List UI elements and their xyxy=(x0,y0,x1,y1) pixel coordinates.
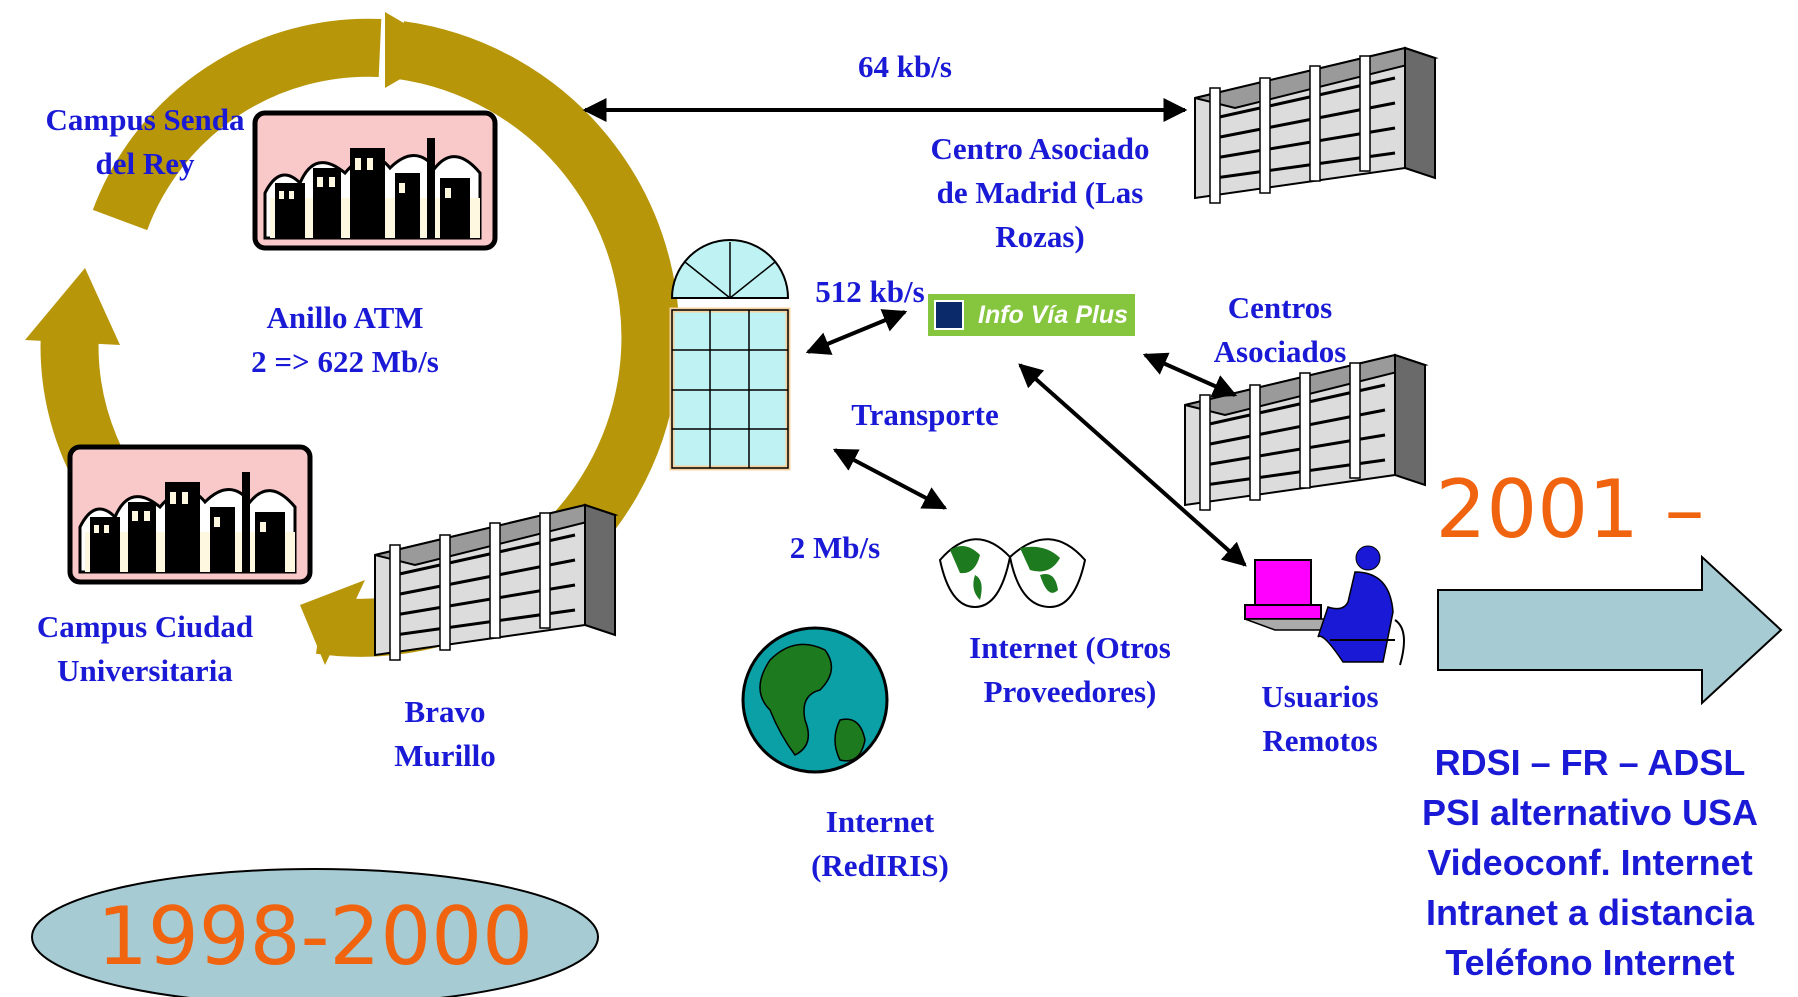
label-anillo-atm: Anillo ATM 2 => 622 Mb/s xyxy=(210,296,480,384)
ring-arrowhead-top xyxy=(385,12,450,88)
label-line: 2 => 622 Mb/s xyxy=(251,344,439,379)
label-line: Internet xyxy=(825,804,935,839)
future-feature-item: Teléfono Internet xyxy=(1445,942,1735,983)
future-feature-list: RDSI – FR – ADSL PSI alternativo USA Vid… xyxy=(1385,738,1795,988)
label-line: Universitaria xyxy=(57,653,233,688)
connection-arrows xyxy=(582,98,1247,567)
label-centro-madrid: Centro Asociado de Madrid (Las Rozas) xyxy=(890,127,1190,259)
label-transporte: Transporte xyxy=(851,397,999,432)
label-line: Bravo xyxy=(404,694,486,729)
infovia-badge: Info Vía Plus xyxy=(928,294,1135,336)
remote-user-icon xyxy=(1244,545,1405,666)
label-centros-asociados: Centros Asociados xyxy=(1190,286,1370,374)
label-line: Murillo xyxy=(394,738,496,773)
bravo-murillo-building xyxy=(373,503,617,662)
infovia-label: Info Vía Plus xyxy=(978,300,1129,329)
label-line: Rozas) xyxy=(995,219,1085,254)
centros-asociados-building xyxy=(1183,353,1427,512)
label-usuarios-remotos: Usuarios Remotos xyxy=(1235,675,1405,763)
label-campus-senda: Campus Senda del Rey xyxy=(10,98,280,186)
label-line: Anillo ATM xyxy=(266,300,424,335)
label-line: Asociados xyxy=(1213,334,1347,369)
window-router-icon xyxy=(669,239,791,471)
label-bravo-murillo: Bravo Murillo xyxy=(360,690,530,778)
future-feature-item: PSI alternativo USA xyxy=(1421,792,1759,833)
label-2mbs: 2 Mb/s xyxy=(789,530,881,565)
future-arrow xyxy=(1437,554,1783,706)
label-line: Campus Senda xyxy=(45,102,245,137)
globe-rediris-icon xyxy=(741,626,889,774)
label-campus-ciudad: Campus Ciudad Universitaria xyxy=(0,605,290,693)
label-line: Usuarios xyxy=(1261,679,1379,714)
period-future-label: 2001 – xyxy=(1435,463,1705,556)
globe-otros-icon xyxy=(938,538,1087,609)
arrow-usuarios xyxy=(1018,363,1247,567)
future-feature-item: RDSI – FR – ADSL xyxy=(1434,742,1746,783)
telefonica-logo-icon xyxy=(934,300,964,330)
label-line: Internet (Otros xyxy=(969,630,1171,665)
label-internet-rediris: Internet (RedIRIS) xyxy=(785,800,975,888)
label-line: Remotos xyxy=(1262,723,1378,758)
future-feature-item: Intranet a distancia xyxy=(1425,892,1755,933)
label-line: (RedIRIS) xyxy=(811,848,949,883)
label-line: Centro Asociado xyxy=(930,131,1150,166)
future-feature-item: Videoconf. Internet xyxy=(1427,842,1753,883)
label-line: del Rey xyxy=(95,146,195,181)
label-line: de Madrid (Las xyxy=(936,175,1144,210)
ring-arrowhead-left xyxy=(25,268,120,345)
label-line: Centros xyxy=(1227,290,1333,325)
ring-arrowhead-bottom xyxy=(300,580,365,665)
label-512kbs: 512 kb/s xyxy=(815,274,925,309)
label-internet-otros: Internet (Otros Proveedores) xyxy=(945,626,1195,714)
arrow-2mbs xyxy=(832,448,948,510)
label-line: Proveedores) xyxy=(983,674,1157,709)
arrow-512kbs xyxy=(805,309,908,355)
centro-madrid-building xyxy=(1193,46,1437,205)
campus-ciudad-image xyxy=(70,447,310,582)
period-past-oval xyxy=(31,868,599,997)
campus-senda-image xyxy=(255,113,495,248)
label-64kbs: 64 kb/s xyxy=(858,49,952,84)
period-past-label: 1998-2000 xyxy=(96,890,534,983)
label-line: Campus Ciudad xyxy=(36,609,254,644)
